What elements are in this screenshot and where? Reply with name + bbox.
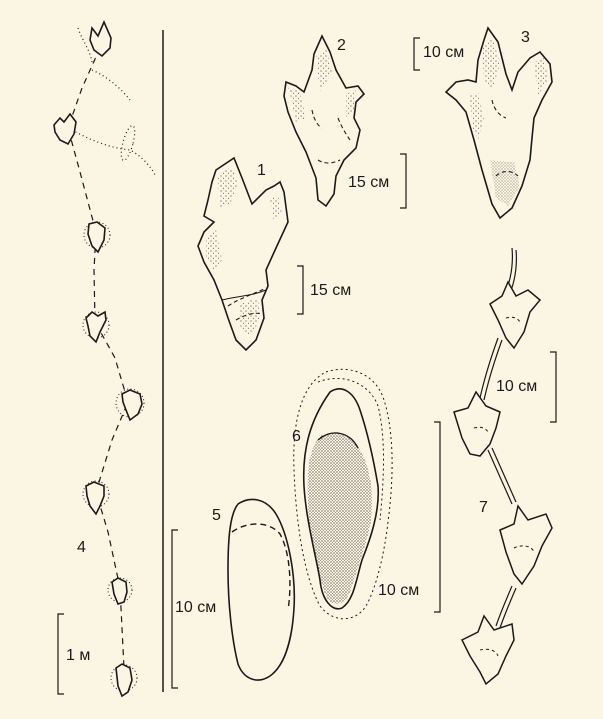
scale-label-3: 10 см — [423, 45, 464, 61]
footprint-5 — [228, 499, 294, 680]
scale-label-4: 1 м — [66, 648, 90, 664]
scale-bracket-6 — [434, 422, 440, 612]
scale-bracket-3 — [414, 38, 420, 70]
track-print — [122, 390, 142, 420]
footprint-1 — [198, 158, 288, 350]
track-print — [54, 114, 76, 144]
scale-label-1: 15 см — [310, 283, 351, 299]
scale-label-5: 10 см — [175, 600, 216, 616]
trackway-prints — [54, 22, 144, 696]
scale-bracket-2 — [400, 154, 406, 208]
scale-label-6: 10 см — [378, 583, 419, 599]
track-print — [462, 616, 514, 684]
track-print — [454, 392, 500, 456]
track-print — [500, 506, 552, 584]
scale-bracket-1 — [297, 266, 303, 314]
track-print — [90, 22, 111, 56]
label-2: 2 — [337, 38, 346, 54]
track-print — [116, 664, 132, 696]
scale-bracket-7 — [550, 352, 556, 422]
label-6: 6 — [292, 429, 301, 445]
label-4: 4 — [77, 540, 86, 556]
scale-bracket-4 — [58, 614, 64, 694]
label-5: 5 — [212, 508, 221, 524]
label-1: 1 — [257, 163, 266, 179]
label-3: 3 — [521, 30, 530, 46]
track-print — [88, 222, 105, 252]
scale-label-2: 15 см — [348, 175, 389, 191]
label-7: 7 — [479, 500, 488, 516]
scale-label-7: 10 см — [496, 379, 537, 395]
trackway-4 — [68, 28, 155, 668]
